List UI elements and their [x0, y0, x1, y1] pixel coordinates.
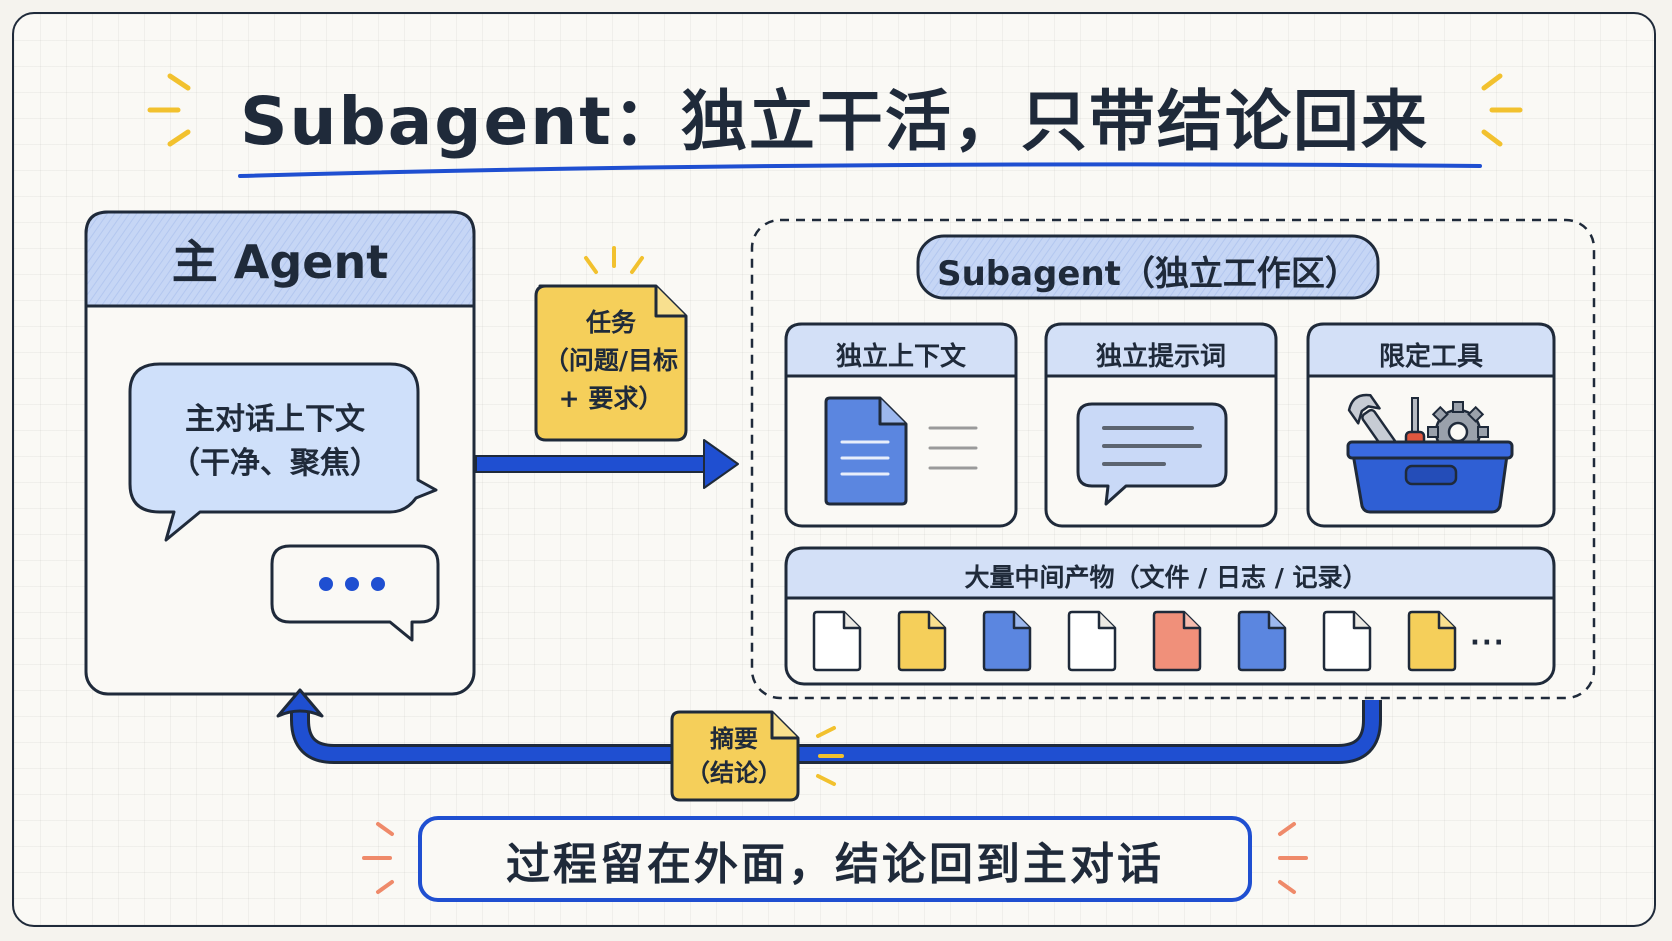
typing-dot [345, 577, 359, 591]
document-icon [824, 396, 978, 506]
artifact-file-icon [897, 610, 947, 672]
artifact-file-icon [1067, 610, 1117, 672]
card-title-context: 独立上下文 [835, 342, 966, 372]
title-sparkle-right [1481, 73, 1523, 147]
banner-sparkle-left [362, 822, 394, 894]
typing-dot [371, 577, 385, 591]
card-title-tools: 限定工具 [1378, 342, 1483, 372]
subagent-title-pill [916, 234, 1380, 300]
artifact-file-icon [812, 610, 862, 672]
typing-bubble [270, 544, 440, 642]
page-title: Subagent：独立干活，只带结论回来 [240, 83, 1429, 160]
main-context-line: 主对话上下文 [185, 402, 365, 437]
task-note-text: 任务 （问题/目标 + 要求） [536, 304, 686, 418]
banner-sparkle-right [1278, 822, 1308, 894]
task-note-line: + 要求） [558, 384, 664, 413]
main-agent-title: 主 Agent [171, 235, 389, 289]
summary-note-line: 摘要 [710, 725, 758, 753]
title-underline [238, 162, 1482, 178]
main-context-line: （干净、聚焦） [170, 446, 380, 481]
artifact-file-icon [982, 610, 1032, 672]
subagent-title: Subagent（独立工作区） [937, 254, 1359, 294]
toolbox-icon [1346, 393, 1514, 514]
title-sparkle-left [147, 73, 191, 147]
main-context-bubble [128, 362, 438, 542]
artifact-files [812, 610, 1457, 672]
summary-note-text: 摘要 （结论） [672, 722, 796, 790]
artifacts-title: 大量中间产物（文件 / 日志 / 记录） [964, 563, 1368, 592]
artifacts-more: ··· [1470, 628, 1506, 658]
bottom-banner-text: 过程留在外面，结论回到主对话 [506, 839, 1164, 890]
card-title-prompt: 独立提示词 [1095, 342, 1226, 372]
bottom-banner [418, 816, 1252, 902]
artifact-file-icon [1152, 610, 1202, 672]
main-context-text: 主对话上下文 （干净、聚焦） [130, 398, 420, 486]
artifact-file-icon [1407, 610, 1457, 672]
chat-bubble-icon [1076, 402, 1228, 506]
summary-note [670, 710, 800, 802]
subagent-workspace [750, 218, 1596, 700]
typing-dot [319, 577, 333, 591]
task-note-line: 任务 [585, 308, 636, 337]
summary-sparkle [816, 726, 844, 786]
summary-return-arrow [276, 688, 1382, 764]
task-arrow [475, 439, 739, 489]
artifact-file-icon [1322, 610, 1372, 672]
task-sparkle [584, 246, 644, 274]
summary-note-line: （结论） [686, 759, 782, 787]
task-note [534, 284, 688, 442]
artifact-file-icon [1237, 610, 1287, 672]
task-note-line: （问题/目标 [543, 346, 679, 375]
